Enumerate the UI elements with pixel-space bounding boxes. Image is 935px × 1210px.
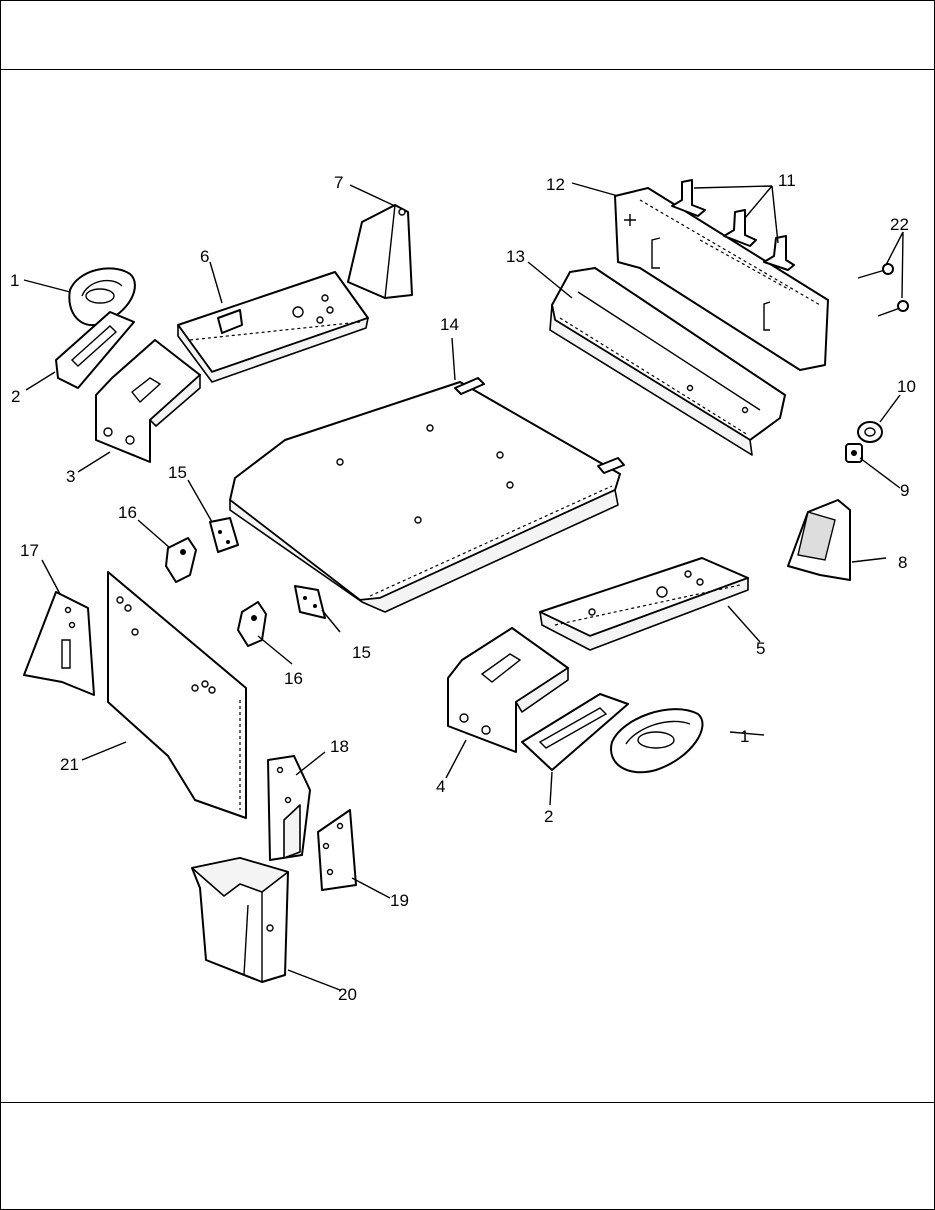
callout-13: 13: [506, 247, 525, 266]
callout-16-upper: 16: [118, 503, 137, 522]
part-4-housing: [447, 627, 569, 753]
callout-5: 5: [756, 639, 765, 658]
part-11-brackets: [671, 179, 795, 271]
callout-10: 10: [897, 377, 916, 396]
callout-21: 21: [60, 755, 79, 774]
callout-1-upper: 1: [10, 271, 19, 290]
part-14-floor-panel: [229, 377, 625, 613]
part-22-bolts: [857, 263, 909, 317]
part-15-small-plate-lower: [294, 585, 326, 619]
callout-14: 14: [440, 315, 459, 334]
part-7-wedge-block: [347, 204, 413, 299]
part-13-channel: [549, 267, 786, 456]
part-10-washer: [857, 421, 883, 443]
part-2-slotted-plate-lower: [521, 693, 629, 771]
callout-6: 6: [200, 247, 209, 266]
part-18-bracket: [267, 755, 311, 861]
callout-2-lower: 2: [544, 807, 553, 826]
callout-16-lower: 16: [284, 669, 303, 688]
callout-11: 11: [778, 171, 796, 190]
callout-12: 12: [546, 175, 565, 194]
footer-rule: [0, 1102, 935, 1103]
callout-15-lower: 15: [352, 643, 371, 662]
callout-19: 19: [390, 891, 409, 910]
part-8-wedge-block: [787, 499, 851, 581]
callout-7: 7: [334, 173, 343, 192]
callout-1-lower: 1: [740, 727, 749, 746]
part-15-small-plate-upper: [209, 517, 239, 553]
part-19-plate: [317, 809, 357, 891]
part-21-side-panel: [107, 571, 247, 819]
header-rule: [0, 69, 935, 70]
callout-22: 22: [890, 215, 909, 234]
part-1-grommet-upper: [68, 267, 136, 327]
part-2-slotted-plate-upper: [55, 311, 135, 389]
callout-8: 8: [898, 553, 907, 572]
part-9-nut: [845, 443, 863, 463]
part-5-plate: [539, 557, 749, 651]
callout-3: 3: [66, 467, 75, 486]
part-16-clamp-upper: [165, 537, 197, 583]
part-3-housing: [95, 339, 201, 463]
part-1-grommet-lower: [610, 708, 704, 774]
callout-2-upper: 2: [11, 387, 20, 406]
leader-lines: [23, 182, 904, 991]
callout-9: 9: [900, 481, 909, 500]
part-20-box-cover: [191, 857, 289, 983]
callout-15-upper: 15: [168, 463, 187, 482]
callout-17: 17: [20, 541, 39, 560]
callout-18: 18: [330, 737, 349, 756]
callout-labels: 1 1 2 2 3 4 5 6 7 8 9 10 11 12 13 14 15 …: [10, 171, 916, 1004]
callout-4: 4: [436, 777, 445, 796]
part-17-side-bracket: [23, 591, 95, 696]
callout-20: 20: [338, 985, 357, 1004]
part-6-plate: [177, 271, 369, 383]
